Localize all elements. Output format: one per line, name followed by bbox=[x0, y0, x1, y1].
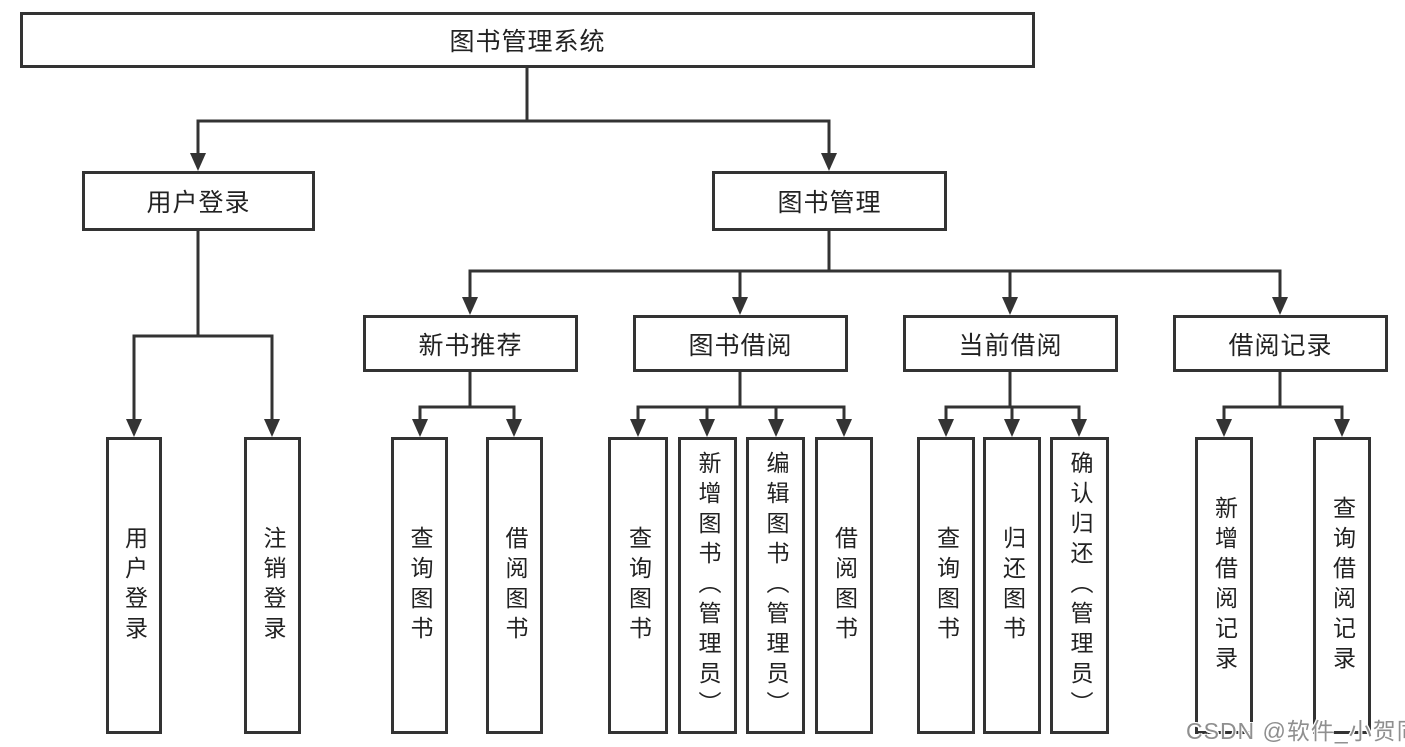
node-new-book-recommend: 新书推荐 bbox=[363, 315, 578, 372]
node-leaf-add-borrow-record-label: 新增借阅记录 bbox=[1211, 495, 1238, 676]
node-leaf-query-books-current: 查询图书 bbox=[917, 437, 975, 734]
csdn-watermark: CSDN @软件_小贺同学 bbox=[1186, 718, 1405, 744]
node-leaf-query-books-borrow-label: 查询图书 bbox=[625, 525, 652, 646]
connector-userlogin-bracket bbox=[132, 334, 274, 423]
node-leaf-borrow-books-recommend-label: 借阅图书 bbox=[502, 525, 528, 646]
arrow-icon bbox=[1002, 297, 1018, 315]
node-borrow-records: 借阅记录 bbox=[1173, 315, 1388, 372]
node-leaf-query-books-borrow: 查询图书 bbox=[608, 437, 668, 734]
arrowheads bbox=[126, 153, 1350, 437]
node-new-book-recommend-label: 新书推荐 bbox=[418, 331, 523, 360]
arrow-icon bbox=[1216, 419, 1232, 437]
node-leaf-add-borrow-record: 新增借阅记录 bbox=[1195, 437, 1253, 734]
node-leaf-query-books-recommend: 查询图书 bbox=[391, 437, 448, 734]
node-root: 图书管理系统 bbox=[20, 12, 1035, 68]
node-leaf-borrow-books: 借阅图书 bbox=[815, 437, 873, 734]
node-leaf-confirm-return-admin: 确认归还（管理员） bbox=[1050, 437, 1109, 734]
node-book-borrow: 图书借阅 bbox=[633, 315, 848, 372]
connector-newbook-bracket bbox=[418, 405, 516, 424]
node-user-login-label: 用户登录 bbox=[146, 189, 251, 217]
node-leaf-user-login-label: 用户登录 bbox=[121, 525, 148, 646]
node-leaf-logout: 注销登录 bbox=[244, 437, 301, 734]
arrow-icon bbox=[1004, 419, 1020, 437]
arrow-icon bbox=[264, 419, 280, 437]
arrow-icon bbox=[732, 297, 748, 315]
arrow-icon bbox=[1334, 419, 1350, 437]
node-borrow-records-label: 借阅记录 bbox=[1228, 331, 1333, 360]
node-book-management: 图书管理 bbox=[712, 171, 947, 231]
node-user-login: 用户登录 bbox=[82, 171, 315, 231]
node-leaf-add-books-admin: 新增图书（管理员） bbox=[678, 437, 737, 734]
node-leaf-query-borrow-record-label: 查询借阅记录 bbox=[1329, 495, 1356, 676]
arrow-icon bbox=[190, 153, 206, 171]
connector-borrow-bracket bbox=[636, 405, 846, 424]
node-leaf-user-login: 用户登录 bbox=[106, 437, 162, 734]
node-leaf-query-books-recommend-label: 查询图书 bbox=[407, 525, 433, 646]
arrow-icon bbox=[821, 153, 837, 171]
arrow-icon bbox=[1071, 419, 1087, 437]
node-current-borrow: 当前借阅 bbox=[903, 315, 1118, 372]
arrow-icon bbox=[1272, 297, 1288, 315]
arrow-icon bbox=[938, 419, 954, 437]
node-leaf-edit-books-admin: 编辑图书（管理员） bbox=[746, 437, 805, 734]
arrow-icon bbox=[630, 419, 646, 437]
arrow-icon bbox=[506, 419, 522, 437]
node-leaf-logout-label: 注销登录 bbox=[260, 525, 286, 646]
node-leaf-return-books-label: 归还图书 bbox=[999, 525, 1026, 646]
node-leaf-edit-books-admin-label: 编辑图书（管理员） bbox=[763, 450, 789, 721]
node-leaf-borrow-books-label: 借阅图书 bbox=[831, 525, 858, 646]
arrow-icon bbox=[412, 419, 428, 437]
arrow-icon bbox=[126, 419, 142, 437]
node-leaf-borrow-books-recommend: 借阅图书 bbox=[486, 437, 543, 734]
connector-root-bracket bbox=[196, 119, 831, 157]
node-root-label: 图书管理系统 bbox=[449, 28, 606, 56]
connector-bookmgmt-bracket bbox=[468, 269, 1282, 301]
node-current-borrow-label: 当前借阅 bbox=[958, 331, 1063, 360]
node-leaf-confirm-return-admin-label: 确认归还（管理员） bbox=[1067, 450, 1093, 721]
node-book-management-label: 图书管理 bbox=[777, 189, 882, 217]
arrow-icon bbox=[462, 297, 478, 315]
node-leaf-query-books-current-label: 查询图书 bbox=[933, 525, 960, 646]
node-leaf-query-borrow-record: 查询借阅记录 bbox=[1313, 437, 1371, 734]
node-book-borrow-label: 图书借阅 bbox=[688, 331, 793, 360]
arrow-icon bbox=[836, 419, 852, 437]
node-leaf-add-books-admin-label: 新增图书（管理员） bbox=[695, 450, 721, 721]
arrow-icon bbox=[768, 419, 784, 437]
connector-records-bracket bbox=[1222, 405, 1344, 424]
node-leaf-return-books: 归还图书 bbox=[983, 437, 1041, 734]
arrow-icon bbox=[699, 419, 715, 437]
